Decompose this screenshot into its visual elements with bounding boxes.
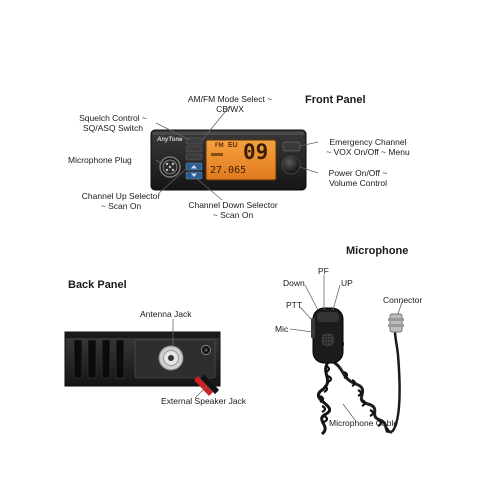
- mic-connector: [389, 313, 403, 333]
- squelch-button: [185, 145, 203, 153]
- brand-logo: AnyTone: [157, 137, 183, 143]
- label-am-fm-mode: AM/FM Mode Select ~ CB/WX: [187, 94, 273, 114]
- front-panel-title: Front Panel: [305, 94, 366, 106]
- back-panel-title: Back Panel: [68, 279, 127, 291]
- label-ptt: PTT: [286, 300, 303, 310]
- mic-callout-lines: [289, 275, 403, 421]
- am-fm-button: [185, 137, 203, 145]
- heatsink-fin: [101, 339, 111, 379]
- coil-segment: [329, 358, 393, 434]
- heatsink-fin: [73, 339, 83, 379]
- black-power-wire: [199, 373, 220, 395]
- lcd-mode-text: FM: [215, 143, 224, 149]
- label-pf: PF: [318, 266, 329, 276]
- label-squelch: Squelch Control ~ SQ/ASQ Switch: [79, 113, 147, 133]
- label-connector: Connector: [383, 295, 423, 305]
- label-emergency-channel: Emergency Channel ~ VOX On/Off ~ Menu: [326, 137, 410, 157]
- lcd-display: [205, 139, 277, 181]
- label-up: UP: [341, 278, 353, 288]
- label-channel-down: Channel Down Selector ~ Scan On: [188, 200, 278, 220]
- back-callout-lines: [172, 319, 208, 399]
- front-callout-lines: [155, 105, 319, 201]
- label-mic: Mic: [275, 324, 289, 334]
- label-external-speaker-jack: External Speaker Jack: [161, 396, 247, 406]
- label-mic-plug: Microphone Plug: [68, 155, 132, 165]
- back-radio: [64, 331, 221, 396]
- lcd-band-text: EU: [228, 142, 238, 149]
- front-radio-top-edge: [153, 132, 304, 135]
- microphone-title: Microphone: [346, 245, 409, 257]
- label-power-volume: Power On/Off ~ Volume Control: [328, 168, 388, 188]
- label-channel-up: Channel Up Selector ~ Scan On: [81, 191, 161, 211]
- lcd-frequency: 27.065: [210, 165, 247, 176]
- emergency-button: [282, 141, 301, 152]
- coil-segment: [316, 358, 332, 436]
- mic-grille: [322, 334, 333, 345]
- lcd-signal-bar: [211, 153, 223, 156]
- microphone-device: [311, 307, 404, 436]
- label-down: Down: [283, 278, 305, 288]
- mic-ptt-bar: [311, 318, 315, 338]
- heatsink-fin: [87, 339, 97, 379]
- label-microphone-cable: Microphone Cable: [329, 418, 398, 428]
- front-radio: [150, 129, 307, 191]
- red-power-wire: [194, 376, 213, 396]
- coil-rings: [319, 365, 390, 433]
- volume-button: [185, 153, 203, 161]
- lcd-channel-number: 09: [243, 140, 269, 164]
- label-antenna-jack: Antenna Jack: [140, 309, 192, 319]
- power-volume-knob: [281, 155, 301, 175]
- heatsink-fin: [115, 339, 125, 379]
